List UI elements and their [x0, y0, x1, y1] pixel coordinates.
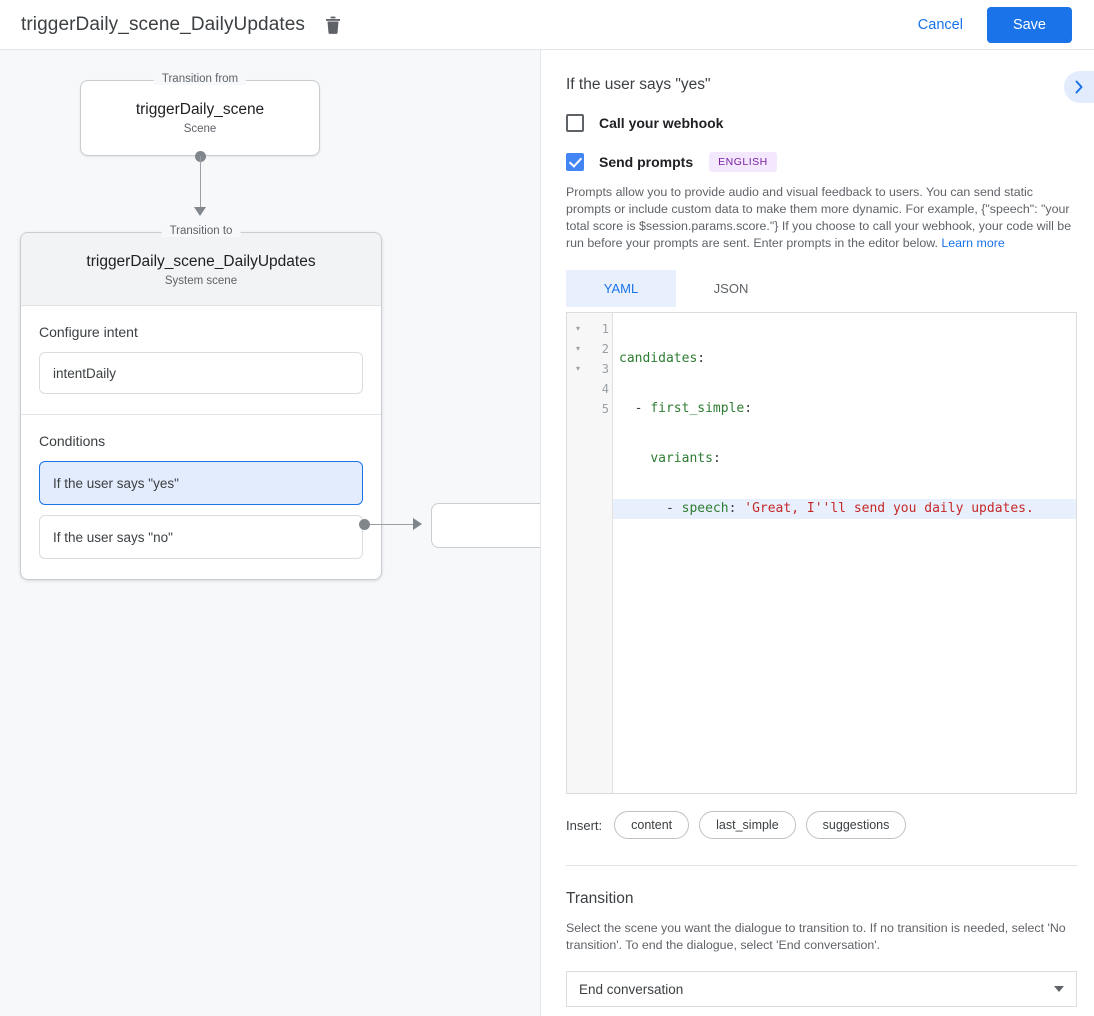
line-number: 2 — [601, 342, 609, 356]
connector-line-horizontal — [370, 524, 415, 525]
learn-more-link[interactable]: Learn more — [941, 236, 1005, 250]
page-title: triggerDaily_scene_DailyUpdates — [21, 13, 306, 35]
insert-row: Insert: content last_simple suggestions — [566, 811, 1094, 839]
configure-intent-section: Configure intent intentDaily — [21, 306, 381, 415]
language-badge: ENGLISH — [709, 152, 777, 172]
save-button[interactable]: Save — [986, 6, 1072, 43]
prompt-code-editor[interactable]: ▾ ▾ ▾ 1 2 3 4 5 candidates: - first_simp… — [566, 312, 1077, 794]
code-key: first_simple — [650, 401, 745, 416]
details-panel: If the user says "yes" Call your webhook… — [541, 50, 1094, 1016]
editor-fold-column: ▾ ▾ ▾ — [567, 313, 589, 793]
transition-section-title: Transition — [566, 890, 634, 907]
line-number: 3 — [601, 362, 609, 376]
fold-toggle[interactable]: ▾ — [575, 364, 580, 373]
delete-button[interactable] — [321, 13, 345, 37]
format-tabs: YAML JSON — [566, 270, 1094, 307]
tab-json[interactable]: JSON — [713, 281, 749, 296]
transition-select-value: End conversation — [579, 981, 684, 997]
conditions-label: Conditions — [39, 433, 106, 449]
code-indent — [619, 401, 635, 416]
transition-from-legend: Transition from — [153, 73, 247, 85]
code-line-active: - speech: 'Great, I''ll send you daily u… — [613, 499, 1076, 519]
panel-title: If the user says "yes" — [566, 76, 711, 93]
code-dash: - — [634, 401, 651, 416]
insert-chip-content[interactable]: content — [614, 811, 690, 839]
send-prompts-checkbox-row[interactable]: Send prompts ENGLISH — [566, 152, 1094, 172]
fold-toggle — [567, 399, 589, 419]
conditions-section: Conditions If the user says "yes" If the… — [21, 415, 381, 579]
condition-item-yes[interactable]: If the user says "yes" — [39, 461, 363, 505]
code-line: - first_simple: — [613, 399, 1076, 419]
insert-label: Insert: — [566, 817, 603, 833]
webhook-checkbox-row[interactable]: Call your webhook — [566, 114, 1094, 132]
fold-toggle — [567, 379, 589, 399]
transition-to-header: Transition to triggerDaily_scene_DailyUp… — [21, 225, 381, 306]
code-line — [613, 549, 1076, 569]
transition-select[interactable]: End conversation — [566, 971, 1077, 1007]
configure-intent-label: Configure intent — [39, 324, 138, 340]
editor-line-numbers: 1 2 3 4 5 — [589, 313, 613, 793]
prompts-description: Prompts allow you to provide audio and v… — [566, 184, 1077, 252]
line-number: 5 — [601, 402, 609, 416]
fold-toggle[interactable]: ▾ — [575, 344, 580, 353]
line-number: 4 — [601, 382, 609, 396]
transition-to-subtitle: System scene — [164, 275, 238, 287]
insert-chip-suggestions[interactable]: suggestions — [805, 811, 907, 839]
transition-to-title: triggerDaily_scene_DailyUpdates — [86, 253, 316, 270]
editor-code-area[interactable]: candidates: - first_simple: variants: - … — [613, 313, 1076, 793]
line-number: 1 — [601, 322, 609, 336]
code-indent — [619, 501, 666, 516]
transition-description: Select the scene you want the dialogue t… — [566, 921, 1066, 952]
intent-field[interactable]: intentDaily — [39, 352, 363, 394]
code-key: speech — [681, 501, 729, 516]
cancel-button[interactable]: Cancel — [906, 9, 975, 41]
chevron-right-icon — [1075, 80, 1083, 94]
panel-header: If the user says "yes" — [541, 50, 1094, 94]
prompts-description-text: Prompts allow you to provide audio and v… — [566, 185, 1072, 250]
code-punct: : — [744, 401, 753, 416]
code-key: variants — [650, 451, 713, 466]
scene-graph-canvas[interactable]: Transition from triggerDaily_scene Scene… — [0, 50, 541, 1016]
insert-chip-last-simple[interactable]: last_simple — [699, 811, 796, 839]
condition-item-no[interactable]: If the user says "no" — [39, 515, 363, 559]
transition-from-subtitle: Scene — [183, 123, 217, 135]
code-punct: : — [728, 501, 745, 516]
code-dash: - — [665, 501, 682, 516]
code-key: candidates — [619, 351, 698, 366]
transition-to-legend: Transition to — [161, 225, 241, 237]
code-punct: : — [712, 451, 721, 466]
call-webhook-label: Call your webhook — [599, 115, 724, 131]
connector-arrow-right — [413, 518, 422, 530]
fold-toggle[interactable]: ▾ — [575, 324, 580, 333]
connector-arrow-down — [194, 207, 206, 216]
code-indent — [619, 451, 650, 466]
transition-from-node[interactable]: Transition from triggerDaily_scene Scene — [80, 73, 320, 156]
connector-line-vertical — [200, 156, 201, 212]
send-prompts-checkbox[interactable] — [566, 153, 584, 171]
top-bar: triggerDaily_scene_DailyUpdates Cancel S… — [0, 0, 1094, 50]
code-punct: : — [697, 351, 706, 366]
connector-dot-right — [359, 519, 370, 530]
transition-from-title: triggerDaily_scene — [135, 101, 265, 118]
send-prompts-label: Send prompts — [599, 154, 694, 170]
chevron-down-icon — [1054, 986, 1064, 992]
code-line: variants: — [613, 449, 1076, 469]
call-webhook-checkbox[interactable] — [566, 114, 584, 132]
section-divider — [566, 865, 1077, 866]
code-line: candidates: — [613, 349, 1076, 369]
trash-icon — [326, 16, 341, 34]
downstream-node[interactable] — [431, 503, 540, 548]
code-string: 'Great, I''ll send you daily updates. — [744, 501, 1034, 516]
transition-to-card[interactable]: Transition to triggerDaily_scene_DailyUp… — [20, 225, 382, 580]
collapse-panel-button[interactable] — [1064, 71, 1094, 103]
tab-yaml[interactable]: YAML — [566, 270, 676, 307]
